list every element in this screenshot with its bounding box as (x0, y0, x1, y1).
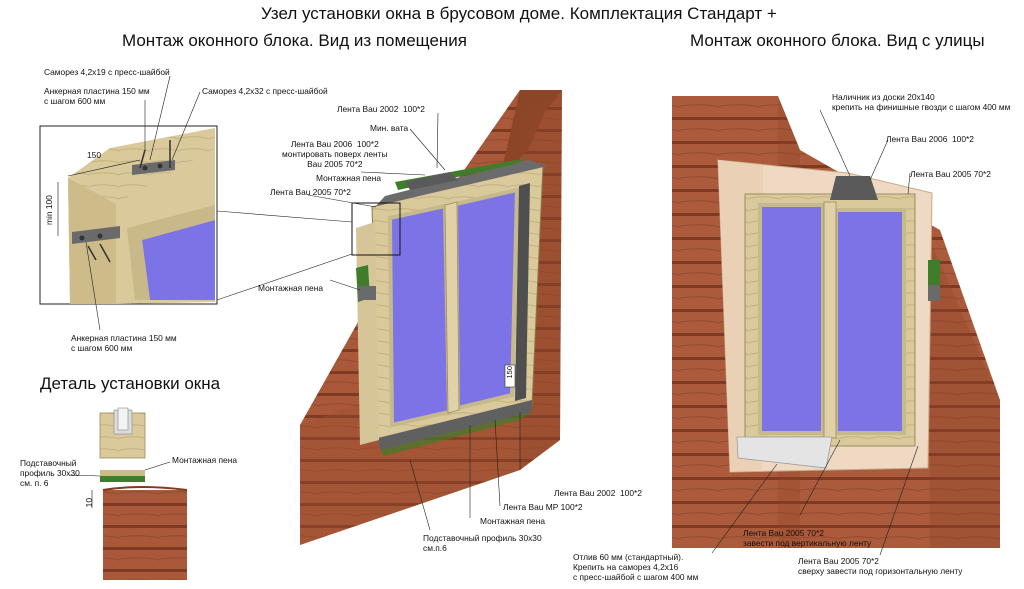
anchor-plate-inset (39, 125, 218, 305)
page-title: Узел установки окна в брусовом доме. Ком… (261, 4, 777, 23)
label-tape-2005-vertical: Лента Bau 2005 70*2 завести под вертикал… (743, 528, 872, 549)
window-detail-section (69, 407, 188, 580)
outside-window (716, 159, 940, 473)
inside-view-title: Монтаж оконного блока. Вид из помещения (122, 31, 467, 50)
label-screw-small: Саморез 4,2х19 с пресс-шайбой (44, 67, 170, 77)
label-tape-2006: Лента Bau 2006 100*2 монтировать поверх … (282, 139, 388, 170)
label-tape-2005: Лента Bau 2005 70*2 (270, 187, 351, 197)
label-min-wool: Мин. вата (370, 123, 409, 133)
label-sub-profile: Подставочный профиль 30х30 см.п.6 (423, 533, 542, 554)
label-foam-top: Монтажная пена (316, 173, 381, 183)
inset-dim-height: min 100 (44, 195, 54, 225)
label-casing: Наличник из доски 20х140 крепить на фини… (832, 92, 1011, 113)
label-anchor-bottom: Анкерная пластина 150 мм с шагом 600 мм (71, 333, 177, 354)
label-foam-bottom: Монтажная пена (480, 516, 545, 526)
outside-view-title: Монтаж оконного блока. Вид с улицы (690, 31, 985, 50)
inside-window (351, 158, 548, 456)
label-detail-dim-10: 10 (84, 498, 94, 508)
label-detail-foam: Монтажная пена (172, 455, 237, 465)
label-foam-left: Монтажная пена (258, 283, 323, 293)
inset-leader-lines (85, 75, 201, 331)
label-detail-sub-profile: Подставочный профиль 30х30 см. п. 6 (20, 458, 80, 489)
outside-leader-lines (711, 109, 919, 556)
label-out-tape-2005: Лента Bau 2005 70*2 (910, 169, 991, 179)
label-tape-2005-horizontal: Лента Bau 2005 70*2 сверху завести под г… (798, 556, 963, 577)
label-drip: Отлив 60 мм (стандартный). Крепить на са… (573, 552, 699, 583)
label-screw-large: Саморез 4,2х32 с пресс-шайбой (202, 86, 328, 96)
label-out-tape-2006: Лента Bau 2006 100*2 (886, 134, 974, 144)
inside-leader-lines (216, 112, 521, 531)
label-dim-150: 150 (505, 366, 514, 379)
label-tape-mp: Лента Bau МР 100*2 (503, 502, 583, 512)
label-anchor-top: Анкерная пластина 150 мм с шагом 600 мм (44, 86, 150, 107)
inset-dim-width: 150 (87, 150, 101, 160)
detail-title: Деталь установки окна (40, 374, 221, 393)
label-tape-2002-top: Лента Bau 2002 100*2 (337, 104, 425, 114)
label-tape-2002-bottom: Лента Bau 2002 100*2 (554, 488, 642, 498)
